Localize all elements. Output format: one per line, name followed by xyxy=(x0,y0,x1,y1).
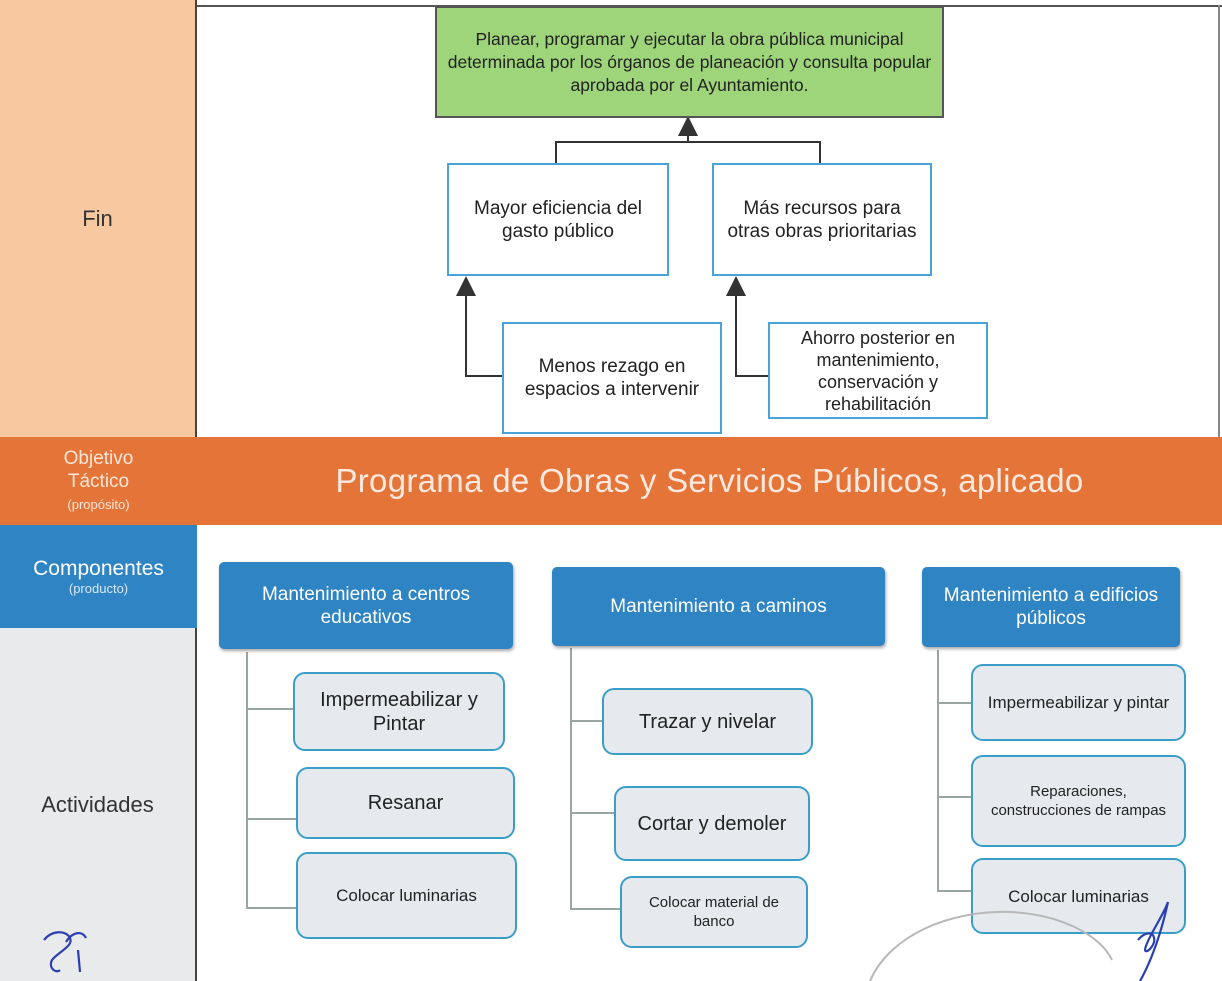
activity-1-3: Colocar luminarias xyxy=(296,852,517,939)
cause-box-rezago: Menos rezago en espacios a intervenir xyxy=(502,322,722,434)
activity-2-3: Colocar material de banco xyxy=(620,876,808,948)
activity-3-3-text: Colocar luminarias xyxy=(1008,886,1149,906)
activity-1-1: Impermeabilizar y Pintar xyxy=(293,672,505,751)
activity-2-2-text: Cortar y demoler xyxy=(637,812,787,835)
tree-branch xyxy=(937,890,971,892)
activity-1-3-text: Colocar luminarias xyxy=(336,886,477,905)
activity-3-1: Impermeabilizar y pintar xyxy=(971,664,1186,741)
row-label-proposito: (propósito) xyxy=(67,496,130,512)
cause-box-ahorro: Ahorro posterior en mantenimiento, conse… xyxy=(768,322,988,419)
goal-text: Planear, programar y ejecutar la obra pú… xyxy=(447,28,932,95)
row-label-tactico: Táctico xyxy=(67,470,130,492)
row-label-componentes: Componentes xyxy=(33,557,164,580)
goal-box: Planear, programar y ejecutar la obra pú… xyxy=(435,6,944,118)
tree-branch xyxy=(570,908,620,910)
tree-trunk-3 xyxy=(937,650,939,892)
cause-text-rezago: Menos rezago en espacios a intervenir xyxy=(524,356,700,400)
tree-branch xyxy=(937,702,971,704)
activity-2-3-text: Colocar material de banco xyxy=(648,894,780,930)
effect-box-efficiency: Mayor eficiencia del gasto público xyxy=(447,163,669,276)
component-3-title: Mantenimiento a edificios públicos xyxy=(943,585,1159,629)
right-arrow xyxy=(726,276,768,377)
activity-3-2: Reparaciones, construcciones de rampas xyxy=(971,755,1186,847)
component-2-title: Mantenimiento a caminos xyxy=(610,596,827,617)
activity-1-1-text: Impermeabilizar y Pintar xyxy=(320,688,478,735)
signature-mark xyxy=(1137,901,1170,981)
component-1: Mantenimiento a centros educativos xyxy=(219,562,513,649)
activity-2-1-text: Trazar y nivelar xyxy=(638,710,777,733)
stamp-outline xyxy=(869,910,1113,981)
tree-branch xyxy=(570,812,614,814)
right-border xyxy=(1218,5,1220,437)
tactic-text: Programa de Obras y Servicios Públicos, … xyxy=(335,462,1084,499)
initials-signature xyxy=(43,931,87,973)
effect-text-resources: Más recursos para otras obras prioritari… xyxy=(727,197,917,242)
tree-branch xyxy=(246,818,296,820)
tree-branch xyxy=(570,720,602,722)
row-componentes: Componentes (producto) xyxy=(0,525,197,628)
cause-text-ahorro: Ahorro posterior en mantenimiento, conse… xyxy=(800,327,956,414)
activity-3-2-text: Reparaciones, construcciones de rampas xyxy=(990,783,1167,819)
tree-trunk-2 xyxy=(570,648,572,910)
row-label-actividades: Actividades xyxy=(41,791,154,817)
activity-1-2-text: Resanar xyxy=(367,792,444,814)
tactic-band: Programa de Obras y Servicios Públicos, … xyxy=(197,437,1222,525)
component-2: Mantenimiento a caminos xyxy=(552,567,885,646)
tree-branch xyxy=(246,708,294,710)
row-objetivo: Objetivo Táctico (propósito) xyxy=(0,437,197,525)
tree-branch xyxy=(937,796,971,798)
tree-trunk-1 xyxy=(246,652,248,909)
effect-box-resources: Más recursos para otras obras prioritari… xyxy=(712,163,932,276)
activity-2-2: Cortar y demoler xyxy=(614,786,810,861)
row-actividades: Actividades xyxy=(0,628,197,981)
activity-3-3: Colocar luminarias xyxy=(971,858,1186,934)
activity-1-2: Resanar xyxy=(296,767,515,839)
activity-3-1-text: Impermeabilizar y pintar xyxy=(987,693,1170,712)
left-arrow xyxy=(456,276,502,377)
row-fin: Fin xyxy=(0,0,197,437)
component-3: Mantenimiento a edificios públicos xyxy=(922,567,1180,647)
row-label-objetivo: Objetivo xyxy=(63,447,134,469)
row-label-fin: Fin xyxy=(82,205,113,231)
component-1-title: Mantenimiento a centros educativos xyxy=(261,583,471,628)
row-label-producto: (producto) xyxy=(68,581,129,596)
tree-branch xyxy=(246,907,296,909)
activity-2-1: Trazar y nivelar xyxy=(602,688,813,755)
effect-text-efficiency: Mayor eficiencia del gasto público xyxy=(474,197,642,242)
